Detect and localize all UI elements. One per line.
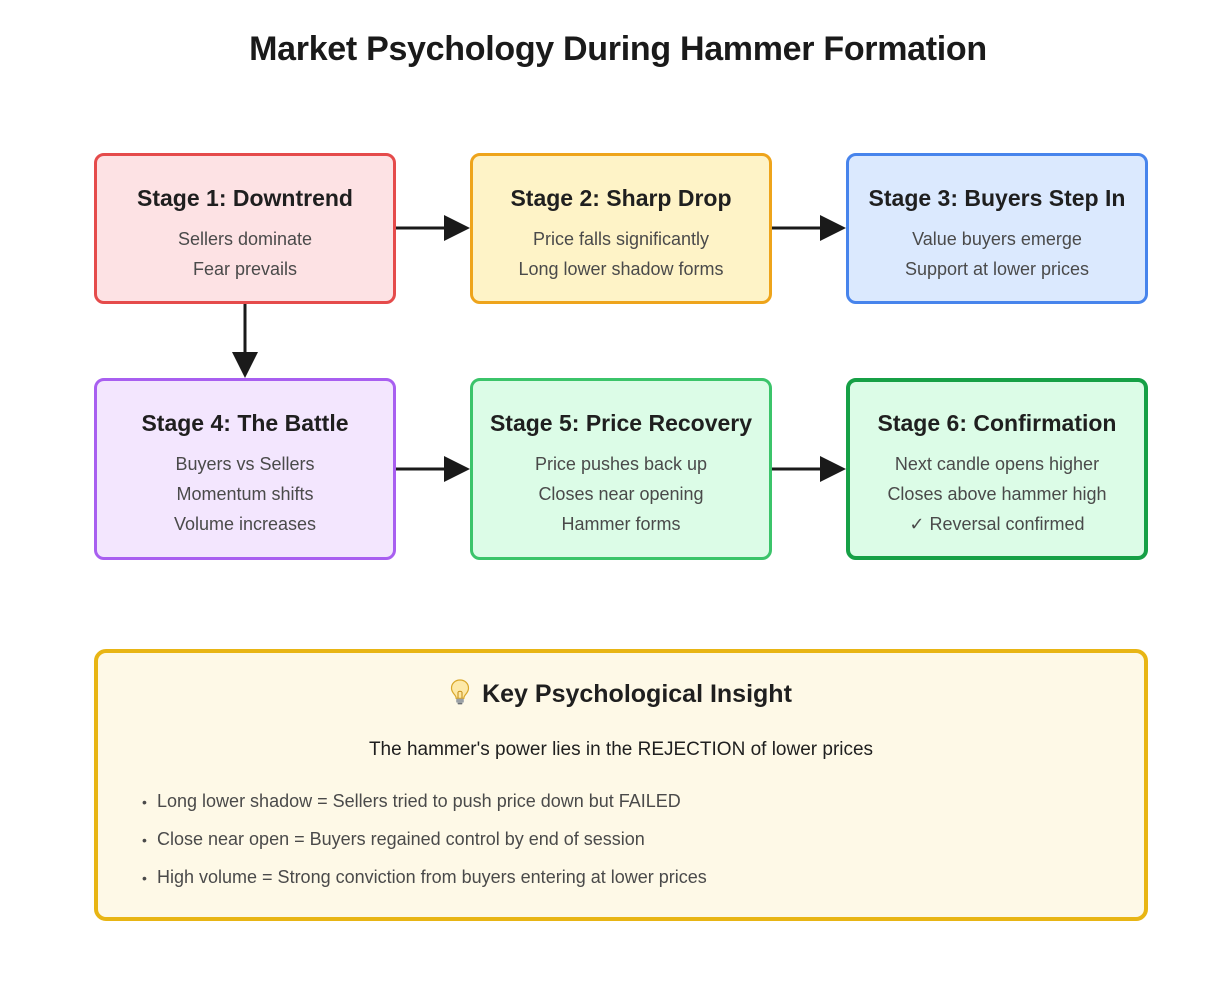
stage-2-box: Stage 2: Sharp Drop Price falls signific…	[470, 153, 772, 304]
stage-line: Value buyers emerge	[912, 229, 1082, 249]
insight-panel: Key Psychological Insight The hammer's p…	[94, 649, 1148, 921]
stage-line: Fear prevails	[192, 259, 298, 279]
stage-line: Price pushes back up	[534, 454, 708, 474]
stage-line: Sellers dominate	[177, 229, 313, 249]
stage-line: Closes near opening	[538, 484, 704, 504]
stage-3-box: Stage 3: Buyers Step In Value buyers eme…	[846, 153, 1148, 304]
arrow-stage5-to-stage6-head	[820, 456, 846, 482]
insight-heading: Key Psychological Insight	[482, 680, 792, 708]
stage-title: Stage 3: Buyers Step In	[868, 185, 1126, 211]
bullet-dot-icon: •	[142, 870, 147, 886]
stage-6-box: Stage 6: Confirmation Next candle opens …	[846, 378, 1148, 560]
list-item: • Long lower shadow = Sellers tried to pu…	[142, 783, 707, 821]
insight-subheading: The hammer's power lies in the REJECTION…	[368, 739, 874, 760]
stage-line: Support at lower prices	[904, 259, 1090, 279]
bullet-text: Close near open = Buyers regained contro…	[157, 829, 645, 849]
bullet-dot-icon: •	[142, 794, 147, 810]
stage-title: Stage 5: Price Recovery	[489, 410, 753, 436]
bullet-dot-icon: •	[142, 832, 147, 848]
stage-line: Price falls significantly	[532, 229, 710, 249]
stage-title: Stage 2: Sharp Drop	[510, 185, 732, 211]
stage-line: Momentum shifts	[176, 484, 314, 504]
stage-title: Stage 4: The Battle	[141, 410, 349, 436]
stage-line: Buyers vs Sellers	[175, 454, 315, 474]
bullet-text: Long lower shadow = Sellers tried to pus…	[157, 791, 681, 811]
list-item: • High volume = Strong conviction from bu…	[142, 859, 707, 897]
insight-bullet-list: • Long lower shadow = Sellers tried to pu…	[142, 783, 707, 897]
bullet-text: High volume = Strong conviction from buy…	[157, 867, 707, 887]
arrow-stage1-to-stage2-head	[444, 215, 470, 241]
insight-heading-row: Key Psychological Insight	[98, 679, 1144, 712]
stage-4-box: Stage 4: The Battle Buyers vs Sellers Mo…	[94, 378, 396, 560]
stage-title: Stage 6: Confirmation	[877, 410, 1117, 436]
stage-line: Long lower shadow forms	[518, 259, 724, 279]
stage-line: Hammer forms	[561, 514, 681, 534]
stage-line: Next candle opens higher	[894, 454, 1100, 474]
arrow-stage4-to-stage5-head	[444, 456, 470, 482]
lightbulb-icon	[450, 679, 470, 712]
arrow-stage1-to-stage4-head	[232, 352, 258, 378]
stage-line: Volume increases	[173, 514, 317, 534]
stage-1-box: Stage 1: Downtrend Sellers dominate Fear…	[94, 153, 396, 304]
stage-line: ✓ Reversal confirmed	[909, 514, 1085, 534]
diagram-title: Market Psychology During Hammer Formatio…	[249, 30, 987, 68]
stage-title: Stage 1: Downtrend	[137, 185, 353, 211]
arrow-stage2-to-stage3-head	[820, 215, 846, 241]
stage-line: Closes above hammer high	[887, 484, 1107, 504]
stage-5-box: Stage 5: Price Recovery Price pushes bac…	[470, 378, 772, 560]
list-item: • Close near open = Buyers regained contr…	[142, 821, 707, 859]
